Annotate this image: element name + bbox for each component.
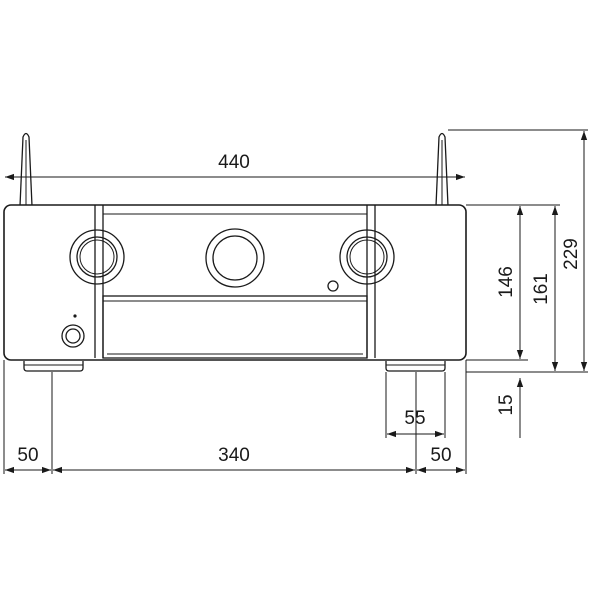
extension-lines (3, 129, 588, 474)
antenna-left (19, 132, 33, 207)
label-height-with-feet: 161 (531, 273, 552, 305)
knob-right (339, 229, 395, 285)
label-foot-height: 15 (496, 394, 517, 415)
receiver-body (3, 204, 467, 361)
foot-left (23, 361, 84, 372)
label-body-height: 146 (496, 266, 517, 298)
label-foot-spacing: 340 (218, 445, 250, 466)
display-window (102, 295, 368, 359)
label-foot-offset-left: 50 (17, 445, 38, 466)
label-foot-offset-right: 50 (430, 445, 451, 466)
power-button (61, 314, 85, 348)
knob-center (205, 228, 265, 288)
knob-left (69, 229, 125, 285)
sensor-icon (327, 280, 339, 292)
label-width-total: 440 (218, 152, 250, 173)
label-height-with-antenna: 229 (561, 238, 582, 270)
antenna-right (435, 132, 449, 207)
label-foot-width: 55 (404, 408, 425, 429)
dimension-labels: 440 50 340 50 55 146 161 229 15 (17, 152, 582, 466)
dimension-lines (5, 131, 588, 474)
foot-right (385, 361, 446, 372)
